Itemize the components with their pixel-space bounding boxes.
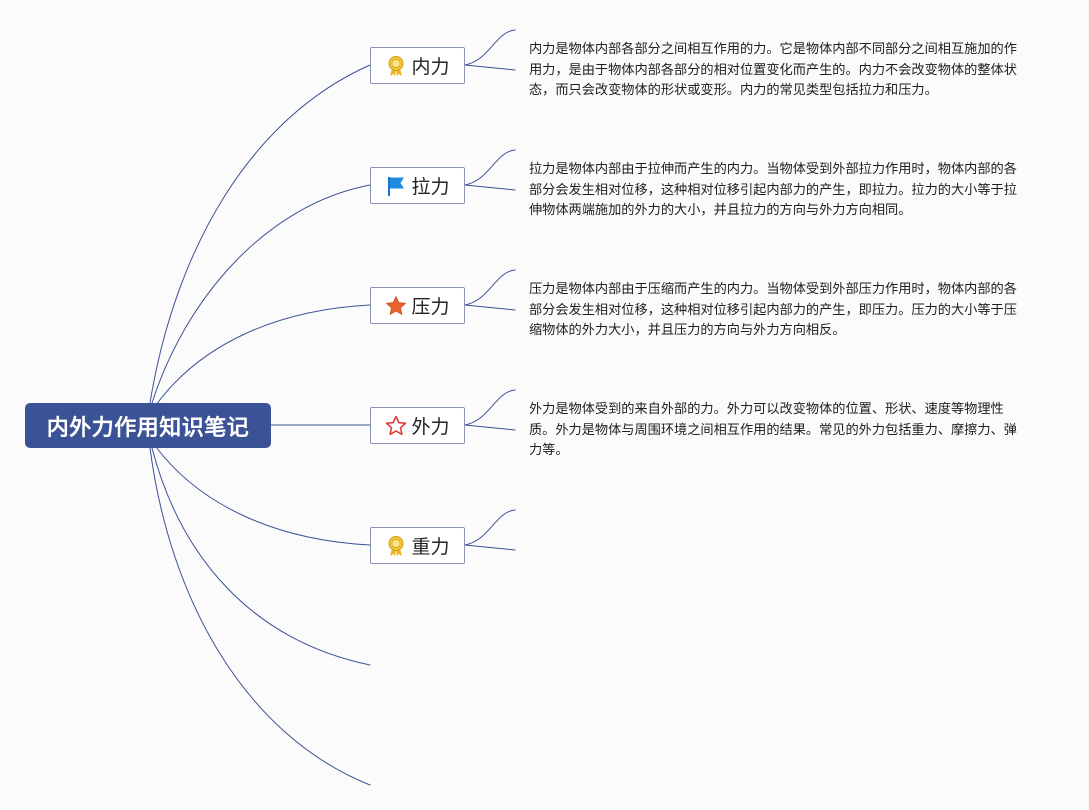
topic-lali[interactable]: 拉力 (370, 167, 465, 204)
topic-label: 内力 (411, 56, 450, 78)
note-yali: 压力是物体内部由于压缩而产生的内力。当物体受到外部压力作用时，物体内部的各部分会… (529, 282, 1017, 338)
topic-waili[interactable]: 外力 (370, 407, 465, 444)
flag-icon (385, 175, 407, 197)
fork-waili-bottom (464, 424, 516, 431)
fork-neili-bottom (464, 64, 516, 71)
fork-lali-top (464, 149, 516, 186)
note-waili: 外力是物体受到的来自外部的力。外力可以改变物体的位置、形状、速度等物理性质。外力… (529, 402, 1017, 458)
topic-label: 拉力 (411, 176, 450, 198)
connector-root-yali (155, 304, 371, 406)
connector-root-neili (149, 64, 371, 404)
topic-zhongli[interactable]: 重力 (370, 527, 465, 564)
fork-neili-top (464, 29, 516, 66)
fork-lali-bottom (464, 184, 516, 191)
star-outline-icon (385, 415, 407, 437)
connector-root-lali (151, 184, 371, 404)
root-title: 内外力作用知识笔记 (46, 415, 250, 441)
connector-root-zhongli (155, 446, 371, 546)
root-node[interactable]: 内外力作用知识笔记 (25, 403, 271, 448)
topic-yali[interactable]: 压力 (370, 287, 465, 324)
topic-label: 重力 (411, 536, 450, 558)
fork-waili-top (464, 389, 516, 426)
connector-root-empty-2 (149, 447, 371, 786)
fork-yali-bottom (464, 304, 516, 311)
fork-yali-top (464, 269, 516, 306)
topic-label: 外力 (411, 416, 450, 438)
topic-label: 压力 (411, 296, 450, 318)
award-ribbon-icon (385, 535, 407, 557)
fork-zhongli-bottom (464, 544, 516, 551)
topic-neili[interactable]: 内力 (370, 47, 465, 84)
note-neili: 内力是物体内部各部分之间相互作用的力。它是物体内部不同部分之间相互施加的作用力，… (529, 42, 1017, 98)
award-ribbon-icon (385, 55, 407, 77)
connector-root-empty-1 (151, 447, 371, 666)
fork-zhongli-top (464, 509, 516, 546)
note-lali: 拉力是物体内部由于拉伸而产生的内力。当物体受到外部拉力作用时，物体内部的各部分会… (529, 162, 1017, 218)
star-filled-icon (385, 295, 407, 317)
